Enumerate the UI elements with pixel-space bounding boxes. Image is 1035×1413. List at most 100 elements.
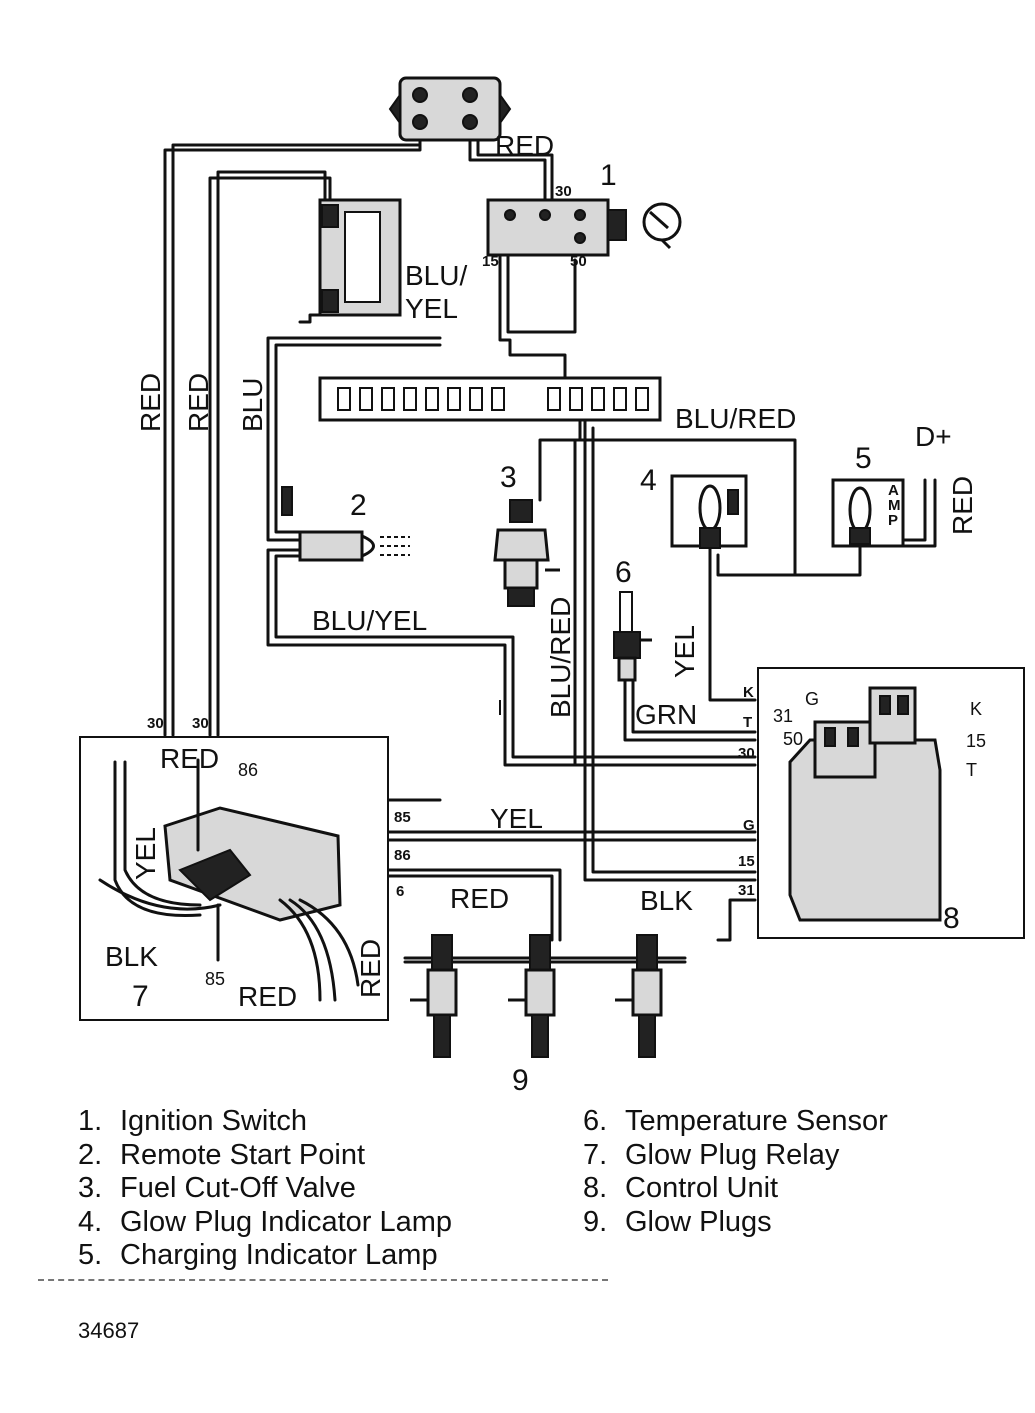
legend-item-number: 4. — [78, 1205, 103, 1238]
component-number-1: 1 — [600, 159, 617, 192]
legend-item: 1.Ignition Switch — [78, 1105, 452, 1139]
legend-item: 5. Charging Indicator Lamp — [78, 1239, 452, 1273]
legend-item-text: Fuel Cut-Off Valve — [120, 1172, 356, 1204]
component-number-4: 4 — [640, 464, 657, 497]
label-blu-left: BLU — [237, 378, 268, 432]
legend-item-text: Control Unit — [625, 1172, 779, 1204]
glow-plug-relay-panel — [79, 736, 389, 1021]
pin-bus-6: 6 — [396, 883, 404, 900]
svg-text:M: M — [888, 497, 901, 514]
label-blu-yel-top-2: YEL — [405, 293, 458, 324]
fuse-slot — [403, 387, 417, 411]
component-number-9: 9 — [512, 1064, 529, 1097]
svg-text:P: P — [888, 512, 898, 529]
legend-item-number: 5. — [78, 1239, 103, 1271]
pin-bus-86: 86 — [394, 847, 411, 864]
label-blu-red-right: BLU/RED — [675, 403, 796, 434]
component-number-2: 2 — [350, 489, 367, 522]
label-red-left-1: RED — [135, 373, 166, 432]
legend-item-number: 1. — [78, 1105, 103, 1137]
legend-right-column: 6. Temperature Sensor 7. Glow Plug Relay 8. C… — [583, 1105, 888, 1239]
fuse-slot — [491, 387, 505, 411]
fuel-cutoff-valve — [493, 499, 560, 607]
svg-text:A: A — [888, 482, 899, 499]
component-number-6: 6 — [615, 556, 632, 589]
fuse-slot — [447, 387, 461, 411]
label-red-relay-right: RED — [355, 939, 386, 998]
legend-item: 7. Glow Plug Relay — [583, 1139, 888, 1173]
legend-item-number: 7. — [583, 1138, 608, 1171]
label-blu-yel-mid: BLU/YEL — [312, 605, 427, 636]
fuse-slot — [547, 387, 561, 411]
pin-switch-50: 50 — [570, 253, 587, 270]
pin-unit-t: T — [743, 714, 752, 731]
legend-item-text: Remote Start Point — [120, 1138, 365, 1171]
legend-item: 8. Control Unit — [583, 1172, 888, 1206]
label-yel-bus: YEL — [490, 803, 543, 834]
legend-item-text: Glow Plugs — [625, 1205, 772, 1238]
legend-item-text: Charging Indicator Lamp — [120, 1239, 438, 1271]
label-d-plus: D+ — [915, 421, 952, 452]
legend-item-number: 2. — [78, 1138, 103, 1171]
pin-switch-15: 15 — [482, 253, 499, 270]
label-yel-relay: YEL — [130, 827, 161, 880]
component-number-7: 7 — [132, 980, 149, 1013]
cu-label-50: 50 — [783, 729, 803, 749]
control-unit-panel — [757, 667, 1025, 939]
label-blu-red-vertical: BLU/RED — [545, 597, 576, 718]
pin-bus-85: 85 — [394, 809, 411, 826]
fuse-slot — [635, 387, 649, 411]
label-red-relay: RED — [160, 743, 219, 774]
legend-item-number: 3. — [78, 1172, 103, 1204]
pin-unit-30: 30 — [738, 745, 755, 762]
pin-unit-31: 31 — [738, 882, 755, 899]
label-blu-yel-top-1: BLU/ — [405, 260, 467, 291]
pin-relay-85: 85 — [205, 969, 225, 989]
wiring-diagram: A M P — [79, 76, 1025, 1097]
fuse-slot — [381, 387, 395, 411]
label-grn: GRN — [635, 699, 697, 730]
pin-relay-30a: 30 — [147, 715, 164, 732]
fuse-slot — [613, 387, 627, 411]
fuse-slot — [425, 387, 439, 411]
fuse-box — [318, 376, 662, 422]
legend-item: 3. Fuel Cut-Off Valve — [78, 1172, 452, 1206]
glow-plug-indicator-lamp — [670, 474, 748, 549]
legend-item: 6. Temperature Sensor — [583, 1105, 888, 1139]
legend-item: 9. Glow Plugs — [583, 1206, 888, 1240]
pin-unit-15: 15 — [738, 853, 755, 870]
temperature-sensor — [613, 591, 652, 682]
label-yel-vertical: YEL — [669, 625, 700, 678]
legend-item-text: Glow Plug Relay — [625, 1138, 840, 1171]
junction-block — [298, 198, 402, 324]
cu-label-k: K — [970, 699, 982, 719]
pin-relay-86: 86 — [238, 760, 258, 780]
component-number-5: 5 — [855, 442, 872, 475]
cu-label-31: 31 — [773, 706, 793, 726]
ignition-switch — [486, 198, 682, 257]
cu-label-15: 15 — [966, 731, 986, 751]
charging-indicator-lamp: A M P — [831, 478, 905, 548]
label-red-left-2: RED — [183, 373, 214, 432]
fuse-slot — [591, 387, 605, 411]
top-connector — [388, 76, 512, 142]
pin-switch-30: 30 — [555, 183, 572, 200]
legend-item-number: 9. — [583, 1205, 608, 1238]
label-red-right: RED — [947, 476, 978, 535]
label-blk-unit: BLK — [640, 885, 693, 916]
component-number-8: 8 — [943, 902, 960, 935]
figure-id: 34687 — [78, 1318, 140, 1343]
legend-item-text: Temperature Sensor — [625, 1105, 888, 1137]
legend-item-number: 6. — [583, 1105, 608, 1137]
label-blk-relay: BLK — [105, 941, 158, 972]
label-red-top: RED — [495, 130, 554, 161]
fuse-slot — [359, 387, 373, 411]
legend-item: 2. Remote Start Point — [78, 1139, 452, 1173]
separator-line — [38, 1279, 608, 1281]
fuse-slot — [337, 387, 351, 411]
label-red-glow: RED — [450, 883, 509, 914]
legend-item-number: 8. — [583, 1172, 608, 1204]
glow-plugs — [410, 934, 663, 1058]
